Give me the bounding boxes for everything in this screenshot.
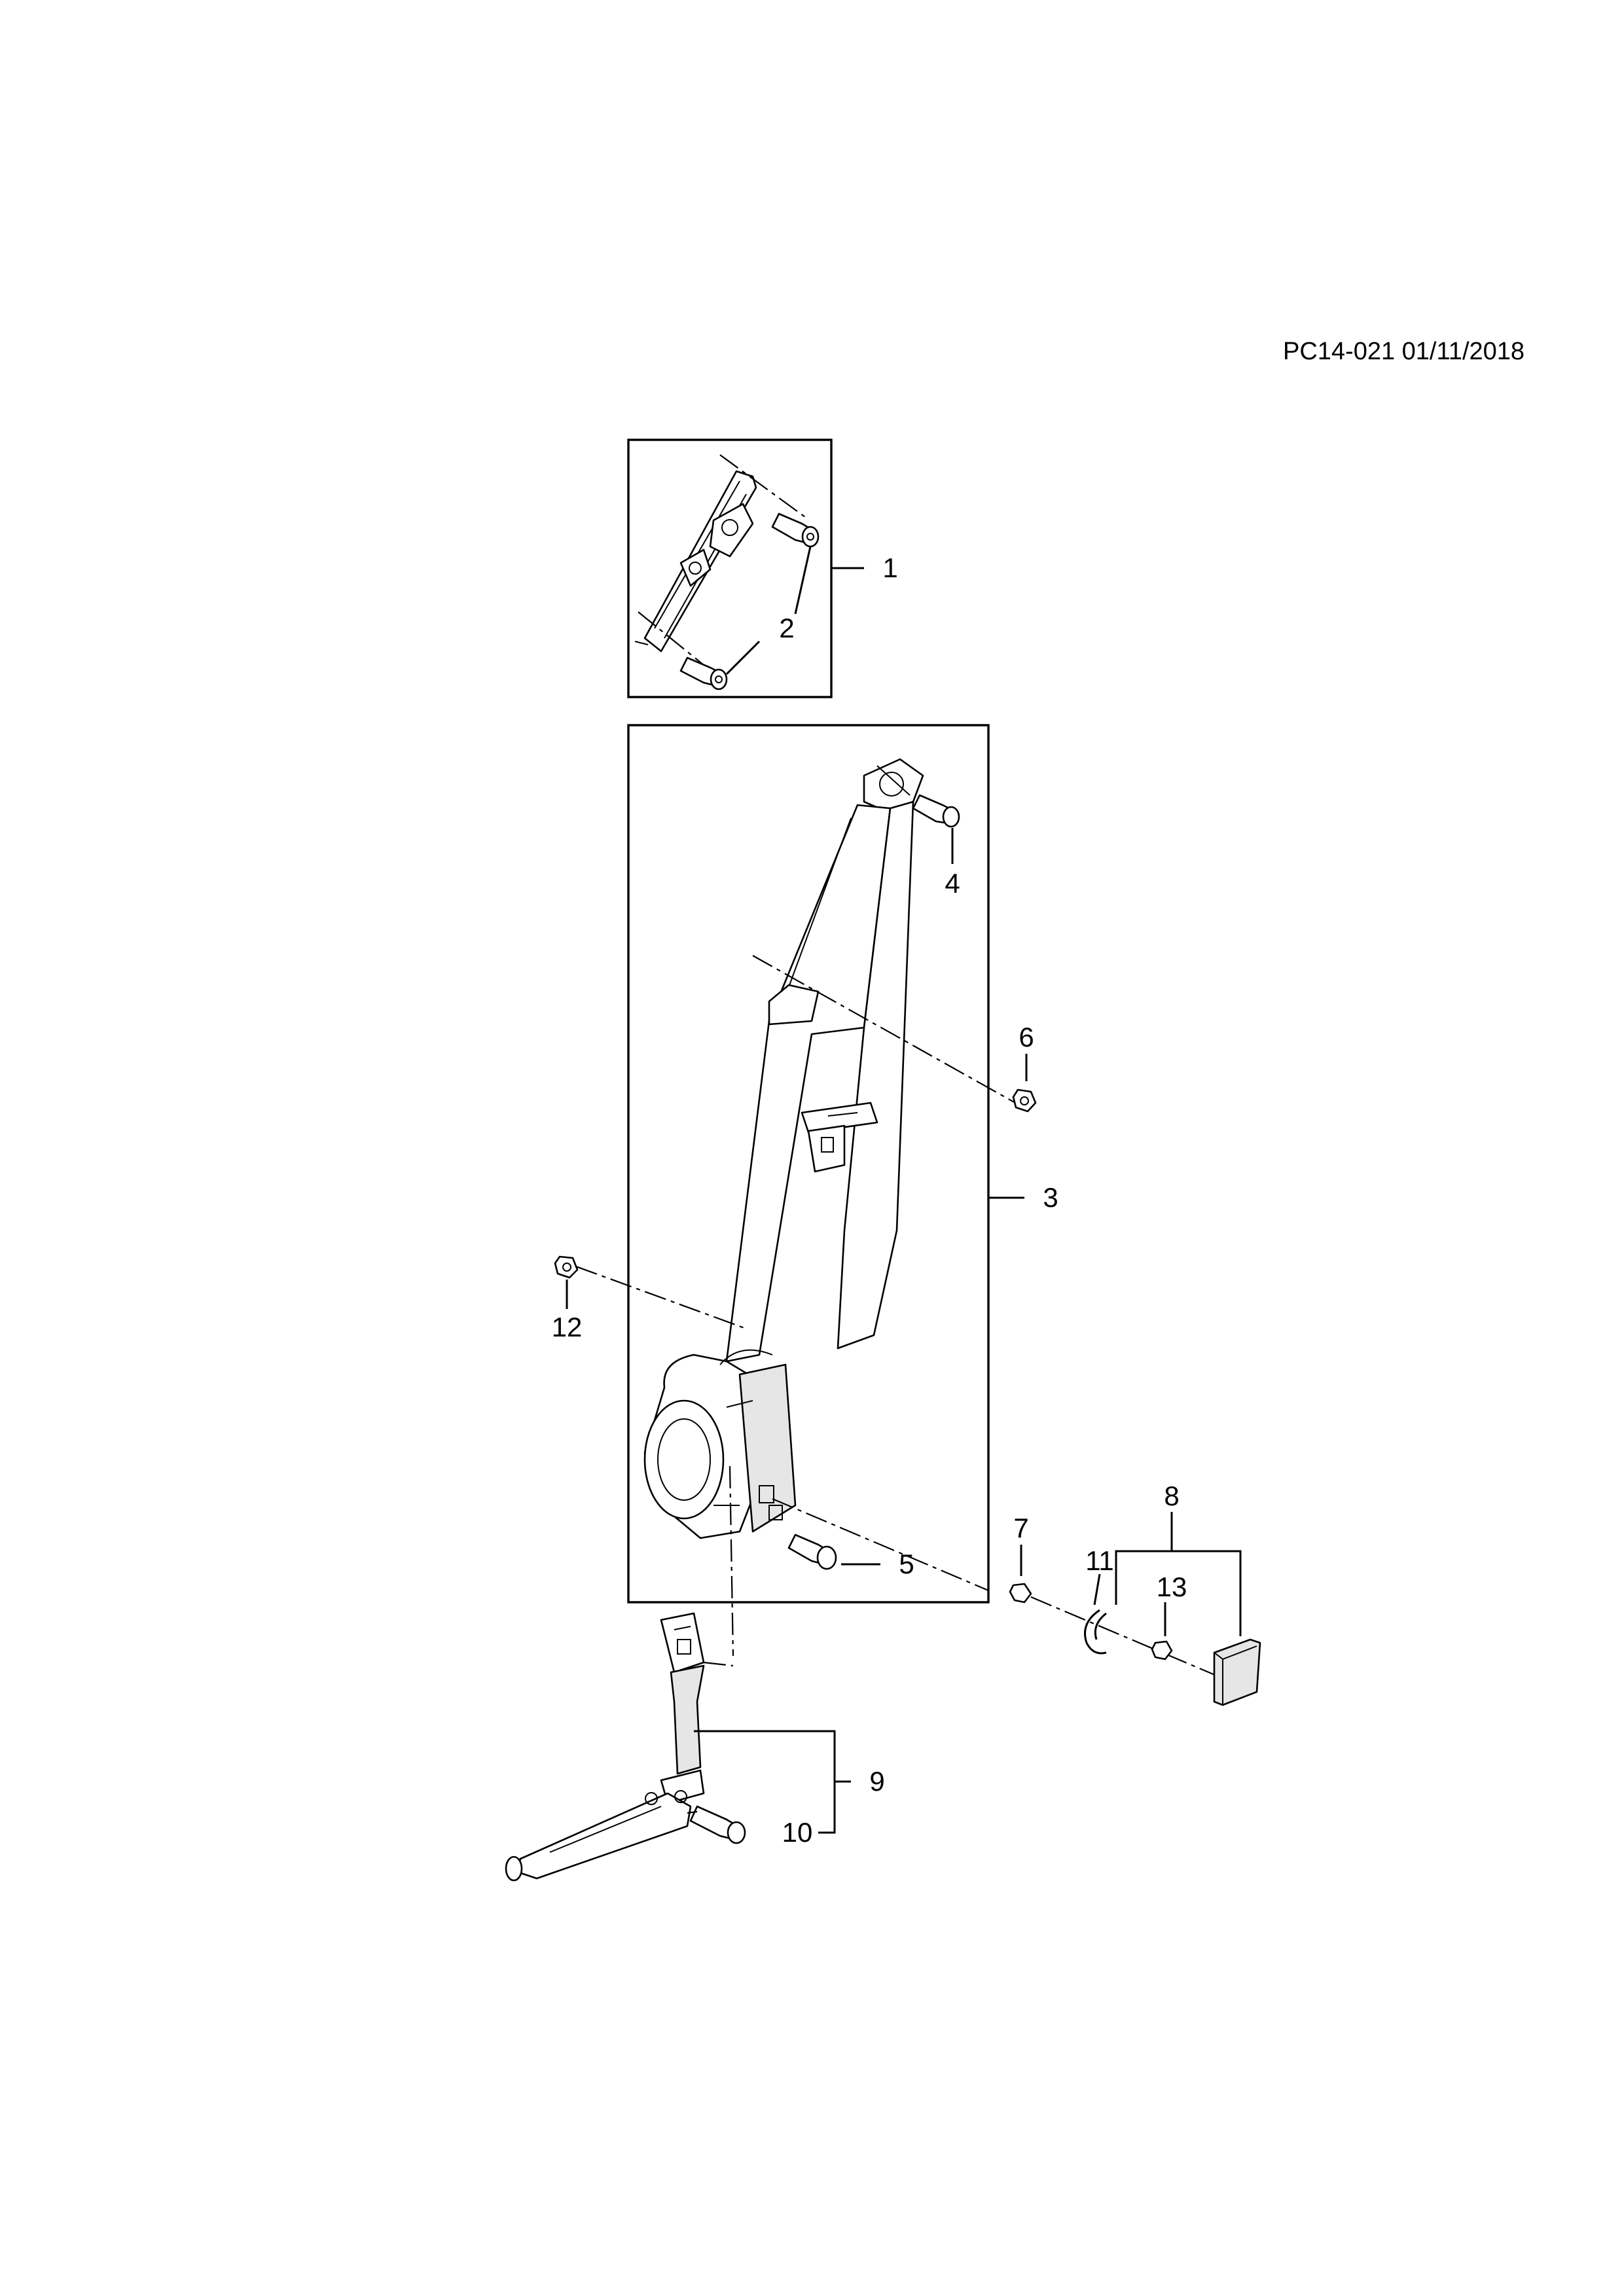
retractor	[643, 1349, 989, 1657]
group-box-3	[627, 724, 990, 1604]
bolt-2-lower	[679, 656, 728, 691]
group-box-1	[627, 439, 833, 698]
callout-9: 9	[869, 1766, 885, 1797]
bolt-6	[1012, 1088, 1037, 1113]
buckle-9	[505, 1612, 734, 1882]
belt-webbing	[725, 758, 1022, 1363]
callout-3: 3	[1043, 1182, 1058, 1213]
clip-11	[1084, 1609, 1107, 1655]
callout-7: 7	[1013, 1513, 1029, 1543]
callout-2: 2	[779, 613, 795, 643]
callout-1: 1	[882, 552, 898, 583]
callout-4: 4	[945, 868, 960, 899]
reference-code: PC14-021 01/11/2018	[1283, 338, 1525, 365]
bolt-5	[787, 1534, 837, 1570]
bolt-13	[1151, 1640, 1173, 1660]
bolt-2-upper	[771, 512, 820, 548]
bolt-10	[687, 1805, 746, 1844]
cover-8	[1213, 1638, 1261, 1706]
callout-8: 8	[1164, 1480, 1180, 1511]
bolt-12	[554, 1255, 579, 1279]
callout-5: 5	[899, 1549, 914, 1579]
height-adjuster	[634, 454, 806, 668]
bolt-4	[912, 794, 960, 828]
callout-12: 12	[551, 1312, 583, 1342]
callout-6: 6	[1019, 1022, 1034, 1052]
bolt-7	[1009, 1583, 1032, 1604]
callout-13: 13	[1156, 1571, 1187, 1602]
callout-10: 10	[782, 1817, 813, 1848]
callout-11: 11	[1085, 1545, 1114, 1576]
